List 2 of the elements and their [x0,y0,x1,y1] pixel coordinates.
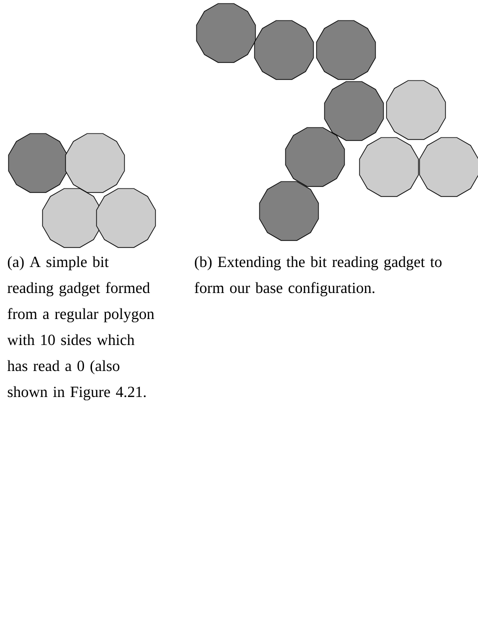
caption: (a) A simple bit reading gadget formed from a regular polygon with 10 sides which has read a 0 (also shown in Figure 4.21. [7,256,154,400]
caption: (b) Extending the bit reading gadget to form our base configuration. [194,256,442,296]
